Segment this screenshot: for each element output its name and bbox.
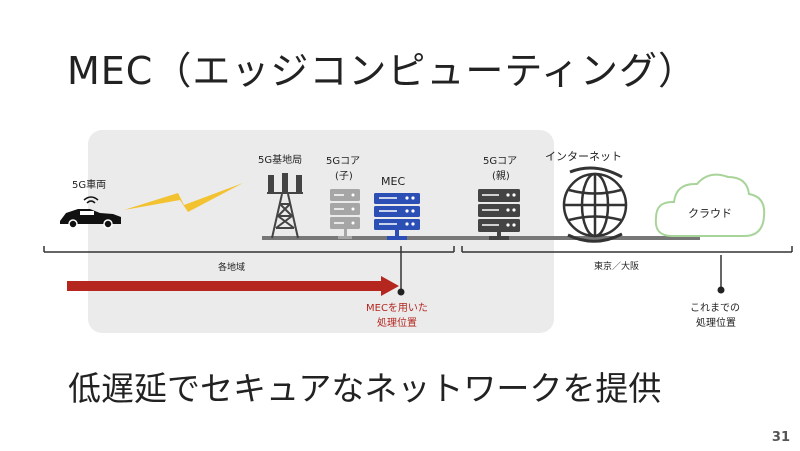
legacy-pointer-dot: [717, 286, 725, 294]
core-child-label-line2: (子): [335, 170, 353, 182]
core-parent-label-line1: 5Gコア: [483, 156, 517, 167]
legacy-processing-label-line1: これまでの: [690, 302, 740, 314]
globe-arc-bottom: [567, 232, 623, 243]
mec-processing-label-line2: 処理位置: [377, 316, 417, 329]
cloud-label: クラウド: [688, 207, 732, 220]
cloud-icon: [654, 173, 766, 237]
base-station-label: 5G基地局: [258, 153, 302, 166]
local-region-bracket: [43, 246, 455, 253]
internet-label: インターネット: [545, 150, 622, 163]
latency-arrow: [67, 276, 399, 296]
legacy-processing-label-line2: 処理位置: [696, 316, 736, 329]
central-region-bracket: [461, 246, 793, 253]
car-icon: [60, 196, 121, 229]
base-station-tower-icon: [267, 173, 303, 239]
region-local-label: 各地域: [218, 261, 245, 273]
mec-server-icon: [374, 193, 420, 240]
slide-subtitle: 低遅延でセキュアなネットワークを提供: [68, 369, 662, 408]
globe-icon: [562, 172, 628, 238]
mec-pointer-dot: [397, 288, 405, 296]
mec-label: MEC: [381, 175, 405, 188]
core-child-label-line1: 5Gコア: [326, 156, 360, 167]
core-parent-server-icon: [478, 189, 520, 240]
slide-title: MEC（エッジコンピューティング）: [67, 49, 698, 93]
region-central-label: 東京／大阪: [594, 260, 639, 272]
page-number: 31: [771, 430, 790, 445]
car-label: 5G車両: [72, 178, 106, 191]
globe-arc-top: [569, 166, 623, 179]
core-child-server-icon: [330, 189, 360, 239]
core-parent-label-line2: (親): [492, 169, 510, 182]
mec-processing-label-line1: MECを用いた: [366, 302, 428, 314]
